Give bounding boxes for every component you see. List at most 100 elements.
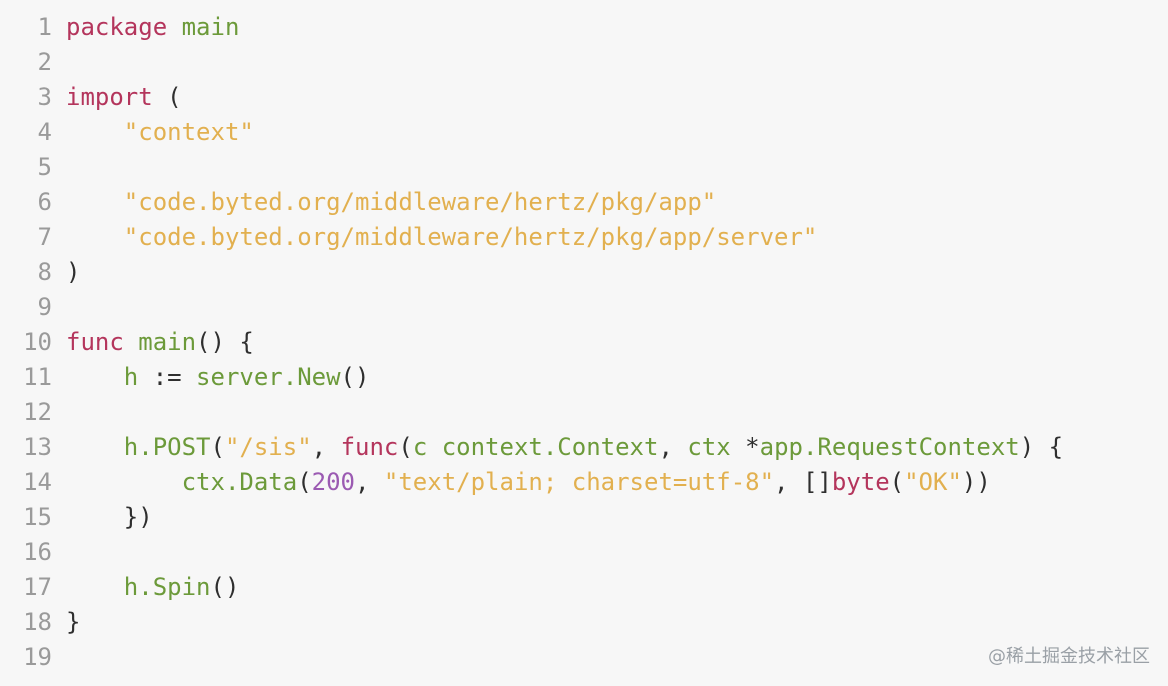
code-token bbox=[66, 573, 124, 601]
code-token: ) bbox=[66, 258, 81, 286]
code-token: func bbox=[66, 328, 124, 356]
code-token bbox=[66, 118, 124, 146]
code-token: ( bbox=[889, 468, 905, 496]
code-token: } bbox=[66, 608, 81, 636]
code-token: () bbox=[210, 573, 240, 601]
code-text: "context" bbox=[66, 115, 254, 150]
code-token: ( bbox=[297, 468, 312, 496]
code-token: ( bbox=[152, 83, 182, 111]
code-token bbox=[167, 13, 181, 41]
code-text: h.Spin() bbox=[66, 570, 240, 605]
code-line[interactable]: 1 package main bbox=[0, 10, 240, 45]
code-text: func main() { bbox=[66, 325, 254, 360]
code-token bbox=[66, 188, 124, 216]
line-number: 17 bbox=[23, 573, 52, 601]
code-token: package bbox=[66, 13, 168, 41]
code-token: () bbox=[340, 363, 370, 391]
code-token: c context.Context bbox=[412, 433, 659, 461]
line-number: 8 bbox=[37, 258, 52, 286]
line-number: 7 bbox=[37, 223, 52, 251]
code-token: "context" bbox=[123, 118, 254, 146]
line-number: 10 bbox=[23, 328, 52, 356]
code-token: main bbox=[181, 13, 240, 41]
code-token: 200 bbox=[311, 468, 355, 496]
code-text: }) bbox=[66, 500, 153, 535]
code-token: h bbox=[123, 363, 139, 391]
code-token: ctx.Data bbox=[181, 468, 298, 496]
code-line[interactable]: 12 bbox=[0, 395, 66, 430]
code-token: import bbox=[66, 83, 153, 111]
code-token: ctx bbox=[687, 433, 731, 461]
code-token: "code.byted.org/middleware/hertz/pkg/app… bbox=[123, 223, 818, 251]
code-line[interactable]: 2 bbox=[0, 45, 66, 80]
code-token: main bbox=[138, 328, 197, 356]
code-token bbox=[66, 223, 124, 251]
code-text: } bbox=[66, 605, 80, 640]
code-token: , bbox=[355, 468, 384, 496]
code-token: ) { bbox=[1019, 433, 1064, 461]
line-number: 2 bbox=[37, 48, 52, 76]
code-line[interactable]: 19 bbox=[0, 640, 66, 675]
code-token: )) bbox=[961, 468, 991, 496]
code-line[interactable]: 3 import ( bbox=[0, 80, 182, 115]
code-token: byte bbox=[831, 468, 890, 496]
code-token: server.New bbox=[196, 363, 341, 391]
code-line[interactable]: 4 "context" bbox=[0, 115, 254, 150]
code-token bbox=[124, 328, 138, 356]
line-number: 14 bbox=[23, 468, 52, 496]
code-token: ( bbox=[210, 433, 225, 461]
code-text: "code.byted.org/middleware/hertz/pkg/app… bbox=[66, 220, 818, 255]
code-token: "OK" bbox=[904, 468, 962, 496]
code-line[interactable]: 7 "code.byted.org/middleware/hertz/pkg/a… bbox=[0, 220, 818, 255]
code-line[interactable]: 5 bbox=[0, 150, 66, 185]
code-text: h := server.New() bbox=[66, 360, 370, 395]
line-number: 13 bbox=[23, 433, 52, 461]
code-token: "/sis" bbox=[224, 433, 312, 461]
code-text: h.POST("/sis", func(c context.Context, c… bbox=[66, 430, 1063, 465]
code-text: "code.byted.org/middleware/hertz/pkg/app… bbox=[66, 185, 716, 220]
code-token: () { bbox=[196, 328, 254, 356]
code-line[interactable]: 6 "code.byted.org/middleware/hertz/pkg/a… bbox=[0, 185, 717, 220]
code-line[interactable]: 13 h.POST("/sis", func(c context.Context… bbox=[0, 430, 1063, 465]
code-token: ( bbox=[398, 433, 413, 461]
line-number: 6 bbox=[37, 188, 52, 216]
line-number: 18 bbox=[23, 608, 52, 636]
code-token: app.RequestContext bbox=[759, 433, 1020, 461]
code-token: := bbox=[138, 363, 197, 391]
code-line[interactable]: 18} bbox=[0, 605, 80, 640]
code-token bbox=[66, 433, 124, 461]
line-number: 9 bbox=[37, 293, 52, 321]
code-line[interactable]: 11 h := server.New() bbox=[0, 360, 369, 395]
code-token: , [] bbox=[774, 468, 832, 496]
code-token: func bbox=[340, 433, 399, 461]
code-token: , bbox=[311, 433, 341, 461]
watermark: @稀土掘金技术社区 bbox=[988, 646, 1150, 667]
code-line[interactable]: 14 ctx.Data(200, "text/plain; charset=ut… bbox=[0, 465, 991, 500]
code-token: h.Spin bbox=[123, 573, 211, 601]
code-token bbox=[66, 468, 182, 496]
code-token: h.POST bbox=[123, 433, 211, 461]
code-token: "text/plain; charset=utf-8" bbox=[383, 468, 775, 496]
code-text: ctx.Data(200, "text/plain; charset=utf-8… bbox=[66, 465, 991, 500]
code-token: }) bbox=[66, 503, 153, 531]
code-token bbox=[66, 363, 124, 391]
line-number: 1 bbox=[37, 13, 52, 41]
line-number: 4 bbox=[37, 118, 52, 146]
code-line[interactable]: 16 bbox=[0, 535, 66, 570]
code-token: * bbox=[730, 433, 760, 461]
code-text: ) bbox=[66, 255, 80, 290]
code-line[interactable]: 17 h.Spin() bbox=[0, 570, 239, 605]
code-line[interactable]: 10 func main() { bbox=[0, 325, 254, 360]
code-line[interactable]: 15 }) bbox=[0, 500, 153, 535]
code-line[interactable]: 8) bbox=[0, 255, 81, 290]
code-text: import ( bbox=[66, 80, 182, 115]
line-number: 3 bbox=[37, 83, 52, 111]
code-line[interactable]: 9 bbox=[0, 290, 66, 325]
line-number: 12 bbox=[23, 398, 52, 426]
line-number: 11 bbox=[23, 363, 52, 391]
code-token: , bbox=[658, 433, 688, 461]
line-number: 19 bbox=[23, 643, 52, 671]
code-token: "code.byted.org/middleware/hertz/pkg/app… bbox=[123, 188, 717, 216]
line-number: 5 bbox=[37, 153, 52, 181]
